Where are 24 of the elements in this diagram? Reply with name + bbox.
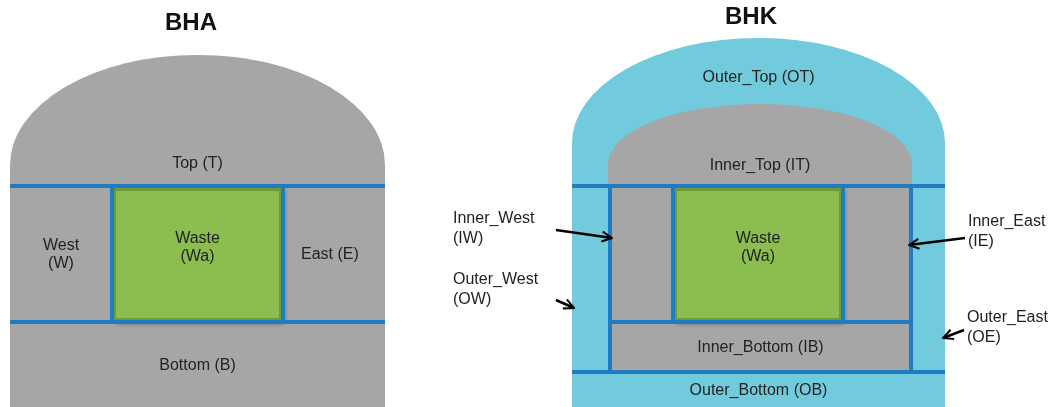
leader-arrow <box>555 228 613 243</box>
zone-region: Inner_Top (IT) <box>608 104 912 186</box>
zone-region: Bottom (B) <box>10 322 385 407</box>
waste-block: Waste (Wa) <box>674 188 842 321</box>
zone-region: Outer_Bottom (OB) <box>572 372 945 407</box>
zone-region <box>843 186 911 322</box>
zone-region <box>572 186 609 372</box>
zone-region <box>911 186 945 372</box>
waste-block: Waste (Wa) <box>113 188 282 321</box>
panel-title: BHA <box>165 8 217 36</box>
leader-label: Outer_East (OE) <box>967 306 1063 348</box>
zone-region: East (E) <box>283 186 385 322</box>
zone-label: Outer_Top (OT) <box>701 68 816 86</box>
zone-region: Top (T) <box>10 55 385 186</box>
leader-arrow <box>942 328 965 341</box>
leader-label: Inner_East (IE) <box>968 210 1063 252</box>
panel-title: BHK <box>725 2 777 30</box>
leader-arrow <box>908 236 966 250</box>
zone-region: West (W) <box>10 186 112 322</box>
zone-region: Inner_Bottom (IB) <box>610 322 911 372</box>
leader-label: Outer_West (OW) <box>453 268 553 310</box>
leader-label: Inner_West (IW) <box>453 207 553 249</box>
leader-arrow <box>555 298 575 310</box>
zone-region <box>610 186 673 322</box>
